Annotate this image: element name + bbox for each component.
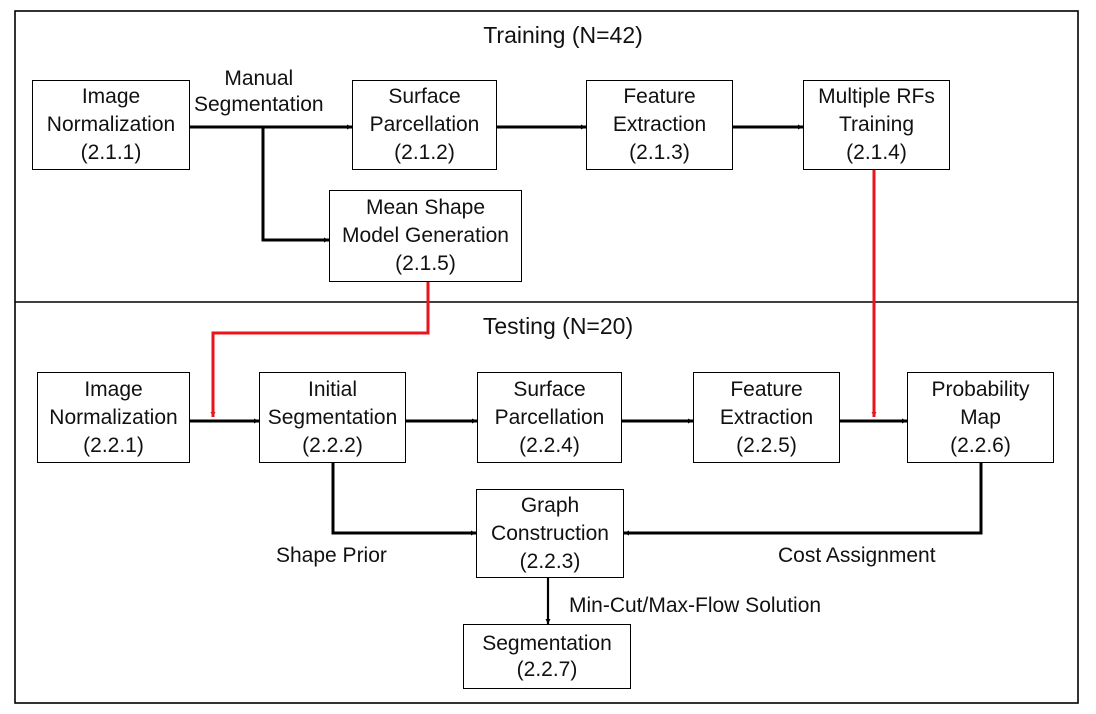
box-id: (2.1.3) — [629, 141, 690, 164]
box-image-normalization-test: Image Normalization (2.2.1) — [37, 372, 190, 463]
box-initial-segmentation: Initial Segmentation (2.2.2) — [259, 372, 406, 463]
box-id: (2.1.4) — [846, 141, 907, 164]
box-label: Model Generation — [342, 224, 509, 247]
box-feature-extraction-test: Feature Extraction (2.2.5) — [693, 372, 840, 463]
box-label: Parcellation — [369, 113, 480, 136]
testing-title: Testing (N=20) — [482, 313, 634, 339]
box-label: Surface — [388, 85, 461, 108]
edge-norm-to-mean-shape — [261, 127, 329, 243]
box-multiple-rfs-training: Multiple RFs Training (2.1.4) — [803, 80, 950, 170]
box-image-normalization-train: Image Normalization (2.1.1) — [32, 80, 190, 170]
box-label: Probability — [931, 377, 1030, 401]
box-label: Initial — [307, 377, 358, 401]
box-label: Extraction — [612, 113, 707, 136]
box-id: (2.2.2) — [302, 433, 363, 457]
box-id: (2.2.5) — [736, 433, 797, 457]
box-label: Construction — [491, 521, 609, 545]
box-label: Graph — [520, 493, 580, 517]
box-id: (2.2.1) — [83, 433, 144, 457]
box-label: Image — [81, 85, 141, 108]
box-label: Mean Shape — [365, 196, 486, 219]
edge-cost-assignment — [624, 463, 983, 536]
box-label: Training — [838, 113, 915, 136]
box-mean-shape-model: Mean Shape Model Generation (2.1.5) — [329, 190, 522, 282]
box-label: Surface — [513, 377, 586, 401]
shape-prior-label: Shape Prior — [276, 544, 387, 567]
box-label: Map — [960, 405, 1001, 429]
box-label: Segmentation — [267, 405, 398, 429]
box-probability-map: Probability Map (2.2.6) — [907, 372, 1054, 463]
edge-mean-shape-to-initial — [210, 282, 430, 417]
box-id: (2.1.2) — [394, 141, 455, 164]
box-id: (2.2.6) — [950, 433, 1011, 457]
box-feature-extraction-train: Feature Extraction (2.1.3) — [586, 80, 733, 170]
cost-assignment-label: Cost Assignment — [778, 544, 936, 567]
box-label: Image — [84, 377, 143, 401]
box-id: (2.2.7) — [516, 657, 578, 681]
box-label: Feature — [623, 85, 696, 108]
box-segmentation: Segmentation (2.2.7) — [463, 624, 631, 689]
edge-shape-prior — [331, 463, 476, 536]
box-label: Segmentation — [482, 631, 612, 655]
box-surface-parcellation-test: Surface Parcellation (2.2.4) — [477, 372, 622, 463]
box-id: (2.1.1) — [80, 141, 142, 164]
box-id: (2.1.5) — [395, 252, 456, 275]
manual-segmentation-label: Manual Segmentation — [194, 67, 324, 116]
box-id: (2.2.4) — [519, 433, 580, 457]
box-label: Extraction — [719, 405, 814, 429]
box-label: Parcellation — [494, 405, 605, 429]
box-label: Feature — [730, 377, 803, 401]
box-surface-parcellation-train: Surface Parcellation (2.1.2) — [352, 80, 497, 170]
box-label: Normalization — [49, 405, 178, 429]
box-label: Multiple RFs — [818, 85, 935, 108]
training-title: Training (N=42) — [483, 22, 643, 48]
outer-frame — [14, 10, 1079, 704]
min-cut-label: Min-Cut/Max-Flow Solution — [569, 594, 822, 617]
box-id: (2.2.3) — [519, 549, 581, 573]
box-label: Normalization — [46, 113, 176, 136]
box-graph-construction: Graph Construction (2.2.3) — [476, 489, 624, 578]
